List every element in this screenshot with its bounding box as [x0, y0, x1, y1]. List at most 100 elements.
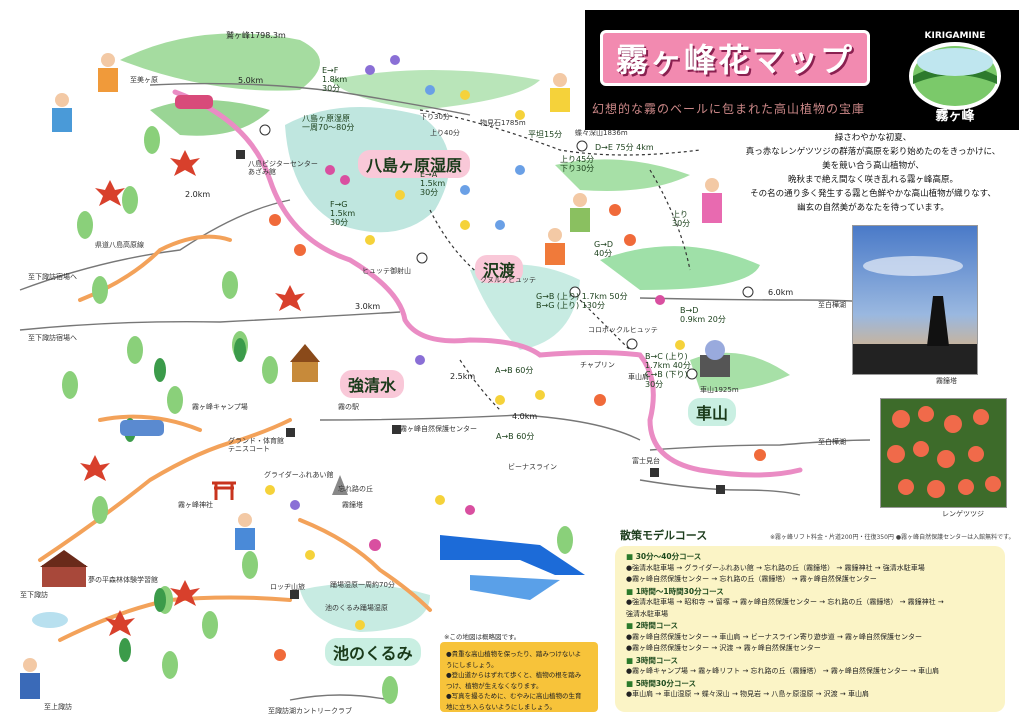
hiker-icon: [548, 228, 562, 242]
course-item: ●車山肩 → 車山湿原 → 蝶々深山 → 物見岩 → 八島ヶ原湿原 → 沢渡 →…: [626, 690, 869, 698]
flower-icon: [340, 175, 350, 185]
hiker-icon: [23, 658, 37, 672]
walk-time-ef: E→F 1.8km 30分: [322, 66, 348, 94]
note-line: ●写真を撮るために、むやみに高山植物の生育: [446, 692, 582, 700]
flower-icon: [460, 185, 470, 195]
tree-icon: [222, 271, 238, 299]
flower-icon: [290, 500, 300, 510]
maple-leaf-icon: [80, 455, 110, 481]
course-item: ●強清水駐車場 → グライダーふれあい館 → 忘れ路の丘（霧鐘塔） → 霧鐘神社…: [626, 563, 925, 572]
label-kurumayama-peak: 車山1925m: [700, 386, 739, 394]
label-korobokkuru: コロボックルヒュッテ: [588, 326, 658, 334]
flower-icon: [294, 244, 306, 256]
tree-icon: [382, 676, 398, 704]
course-heading: 2時間コース: [626, 620, 678, 631]
logo-bottom-text: 霧ヶ峰: [934, 108, 975, 124]
flower-icon: [609, 204, 621, 216]
label-shrine: 霧ヶ峰神社: [178, 501, 213, 509]
label-dist-4km: 4.0km: [512, 412, 538, 421]
hiker-icon: [573, 193, 587, 207]
maple-leaf-icon: [170, 580, 200, 606]
flower-icon: [274, 649, 286, 661]
hiker-icon: [705, 178, 719, 192]
tree-icon: [242, 551, 258, 579]
note-line: ●登山道からはずれて歩くと、植物の根を踏み: [446, 671, 582, 679]
hiker-icon: [101, 53, 115, 67]
walk-time-fg: F→G 1.5km 30分: [330, 200, 356, 228]
waypoint-c-marker: [686, 368, 698, 380]
flower-icon: [754, 449, 766, 461]
building-icon: [40, 550, 88, 567]
hiker-icon: [545, 243, 565, 265]
tree-icon: [234, 338, 246, 362]
kirigamine-logo: KIRIGAMINE 霧ヶ峰: [909, 31, 1001, 124]
walk-time-ea: E→A 1.5km 30分: [420, 170, 446, 198]
label-yashima-loop: 八島ヶ原湿原 一周70～80分: [302, 114, 355, 133]
label-up40: 上り40分: [430, 129, 460, 137]
flower-icon: [465, 505, 475, 515]
label-sawatari-hut: ヒュッテ御射山: [362, 267, 411, 275]
maple-leaf-icon: [170, 150, 200, 176]
label-kurumi-loop: 踊場湿原一周約70分: [330, 581, 395, 589]
photo-bell-tower: [852, 225, 978, 375]
maple-leaf-icon: [275, 285, 305, 311]
notes-box: [440, 642, 598, 712]
hiker-icon: [20, 673, 40, 699]
parking-icon: [650, 468, 659, 477]
torii-icon: [212, 481, 236, 500]
radar-dome-icon: [705, 340, 725, 360]
tree-icon: [162, 651, 178, 679]
flower-icon: [655, 295, 665, 305]
label-dist-5km: 5.0km: [238, 76, 264, 85]
tree-icon: [557, 526, 573, 554]
flower-icon: [325, 165, 335, 175]
flower-icon: [460, 90, 470, 100]
pond-icon: [32, 612, 68, 628]
road-fujimi: [639, 479, 801, 496]
flower-icon: [365, 235, 375, 245]
walk-time-bd: B→D 0.9km 20分: [680, 306, 726, 325]
parking-icon: [236, 150, 245, 159]
parking-icon: [286, 428, 295, 437]
label-washigamine: 鷲ヶ峰1798.3m: [226, 31, 286, 40]
waypoint-g-marker: [569, 286, 581, 298]
course-note: ※霧ヶ峰リフト料金・片道200円・往復350円 ●霧ヶ峰自然保護センターは入館無…: [770, 534, 1015, 541]
tree-icon: [262, 356, 278, 384]
page-subtitle: 幻想的な霧のベールに包まれた高山植物の宝庫: [592, 102, 866, 116]
photo-caption-top: 霧鐘塔: [936, 377, 957, 385]
intro-line: 真っ赤なレンゲツツジの群落が高原を彩り始めたのをきっかけに、: [745, 147, 1001, 157]
car-icon: [120, 420, 164, 436]
label-fujimi: 富士見台: [632, 457, 660, 465]
map-note: ※この地図は概略図です。: [444, 633, 521, 641]
flower-icon: [624, 234, 636, 246]
flower-icon: [675, 340, 685, 350]
label-shirakaba-1: 至白樺湖: [818, 301, 846, 309]
walk-time-bc: B→C (上り) 1.7km 40分 C→B (下り) 30分: [645, 352, 691, 389]
radar-icon: [700, 355, 730, 377]
walk-time-gb: G→B (上り) 1.7km 50分 B→G (上り) 130分: [536, 292, 628, 311]
hiking-path-1: [419, 109, 701, 156]
road-minowa: [149, 82, 471, 116]
label-lodge-santabi: ロッヂ山旅: [270, 583, 305, 591]
flower-icon: [425, 85, 435, 95]
title-box: 霧ヶ峰花マップ: [600, 30, 870, 86]
intro-line: 幽玄の自然美があなたを待っています。: [797, 203, 949, 213]
hill-east: [555, 159, 690, 191]
note-line: うにしましょう。: [446, 660, 498, 669]
tree-icon: [77, 211, 93, 239]
label-kamisuwa: 至上諏訪: [44, 703, 72, 711]
label-country-club: 至諏訪湖カントリークラブ: [268, 707, 352, 715]
maple-leaf-icon: [95, 180, 125, 206]
waypoint-a-marker: [416, 252, 428, 264]
tree-icon: [167, 386, 183, 414]
label-chaplin: チャプリン: [580, 361, 615, 369]
label-kiryo-camp: 霧ヶ峰キャンプ場: [192, 403, 248, 411]
tree-icon: [92, 276, 108, 304]
hiker-icon: [553, 73, 567, 87]
venus-line: [172, 89, 803, 478]
course-heading: 3時間コース: [626, 655, 678, 666]
label-kiri-no-eki: 霧の駅: [338, 403, 359, 411]
area-yashima: 八島ヶ原湿原: [358, 150, 471, 178]
walk-time-ab: A→B 60分: [495, 366, 534, 375]
label-to-minowa: 至美ヶ原: [130, 76, 158, 84]
